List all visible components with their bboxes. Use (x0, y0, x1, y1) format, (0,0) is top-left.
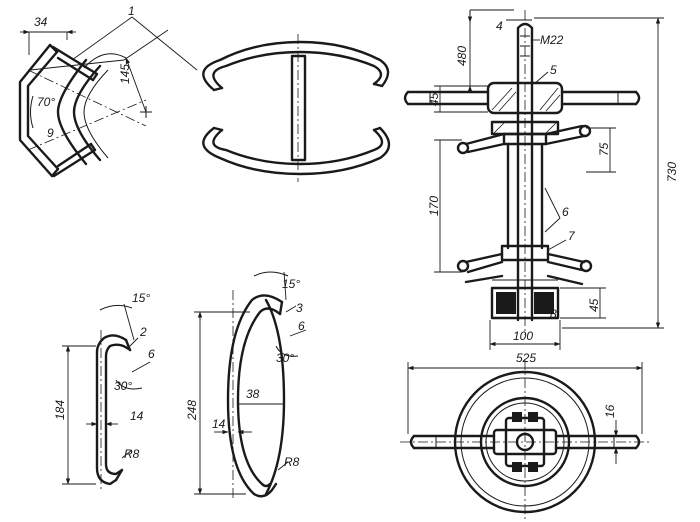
dim-145: 145 (118, 64, 132, 84)
hook-small-view (62, 303, 151, 490)
dim-34: 34 (34, 15, 48, 29)
dim-6-b: 6 (298, 319, 305, 333)
dim-248: 248 (185, 400, 199, 421)
callout-8: 8 (550, 307, 557, 321)
dim-525: 525 (516, 351, 536, 365)
callout-2: 2 (139, 325, 147, 339)
dim-15deg-b: 15° (282, 277, 300, 291)
dim-100: 100 (513, 329, 533, 343)
dim-15deg-a: 15° (132, 291, 150, 305)
callout-9: 9 (47, 126, 54, 140)
dim-6-a: 6 (148, 347, 155, 361)
dim-45-bot: 45 (587, 298, 601, 312)
dim-m22: M22 (540, 33, 564, 47)
dim-30deg-a: 30° (114, 379, 132, 393)
puller-assembly-section (403, 9, 664, 350)
dim-184: 184 (53, 400, 67, 420)
callout-6: 6 (562, 205, 569, 219)
dim-480: 480 (455, 46, 469, 66)
dim-170: 170 (427, 196, 441, 216)
dim-70deg: 70° (37, 95, 55, 109)
ring-clamp-view (202, 34, 391, 182)
dim-730: 730 (665, 162, 679, 182)
puller-plan-view (400, 360, 650, 520)
dim-30deg-b: 30° (276, 351, 294, 365)
dim-r8-a: R8 (124, 447, 140, 461)
dim-r8-b: R8 (284, 455, 300, 469)
callout-4: 4 (496, 19, 503, 33)
hook-detail-view (18, 29, 169, 178)
dim-45-top: 45 (427, 92, 441, 106)
dim-75: 75 (597, 142, 611, 156)
callout-7: 7 (568, 229, 576, 243)
dim-14-b: 14 (212, 417, 226, 431)
dim-38: 38 (246, 387, 260, 401)
callout-1: 1 (128, 4, 135, 18)
dim-14-a: 14 (130, 409, 144, 423)
dim-16: 16 (603, 404, 617, 418)
callout-5: 5 (550, 63, 557, 77)
callout-3: 3 (296, 301, 303, 315)
hook-curved-view (194, 271, 307, 500)
